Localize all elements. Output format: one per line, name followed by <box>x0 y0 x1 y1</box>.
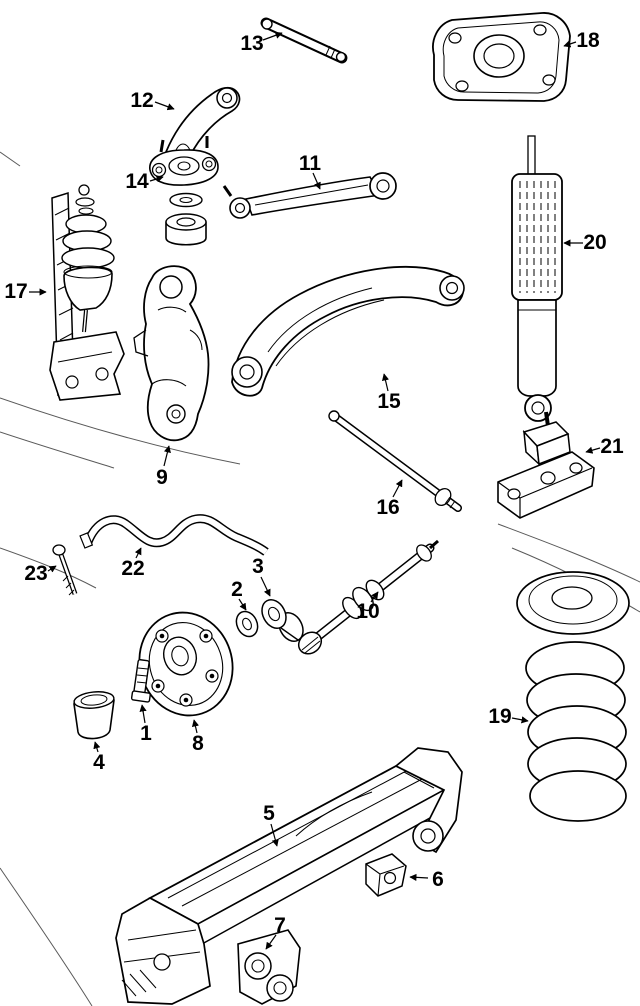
callouts: 1 2 3 4 5 6 7 8 <box>4 29 624 950</box>
callout-21-number: 21 <box>600 435 624 458</box>
callout-21-leader <box>585 446 601 454</box>
callout-12-leader <box>154 101 175 111</box>
callout-21: 21 <box>585 435 624 458</box>
callout-14-number: 14 <box>125 170 149 193</box>
part-14-mount-bearing-stack <box>149 136 219 246</box>
part-13-link-rod <box>260 17 348 64</box>
callout-7: 7 <box>265 914 286 950</box>
callout-20: 20 <box>563 231 607 254</box>
callout-18-number: 18 <box>576 29 600 52</box>
callout-20-number: 20 <box>583 231 606 254</box>
part-22-stabilizer-bar <box>79 514 269 556</box>
callout-9-leader <box>163 445 171 467</box>
callout-7-leader <box>265 934 277 950</box>
part-9-knuckle <box>133 265 210 442</box>
part-2-bushing <box>235 610 259 638</box>
part-19-coil-spring <box>516 571 630 822</box>
callout-2: 2 <box>231 578 247 611</box>
callout-16-number: 16 <box>376 496 399 519</box>
part-21-mount-bracket <box>497 411 595 519</box>
callout-1: 1 <box>139 704 152 745</box>
callout-9-number: 9 <box>156 466 168 489</box>
callout-5-number: 5 <box>263 802 275 825</box>
callout-8-number: 8 <box>192 732 204 755</box>
callout-22-leader <box>134 547 142 559</box>
callout-16-leader <box>392 479 403 498</box>
callout-18: 18 <box>563 29 600 52</box>
callout-8-leader <box>191 719 199 734</box>
part-10-axle-shaft <box>297 539 439 655</box>
callout-15-leader <box>381 373 389 392</box>
part-4-dust-cap <box>73 691 115 740</box>
callout-12-number: 12 <box>130 89 153 112</box>
part-1-wheel-stud <box>130 659 151 703</box>
callout-3-leader <box>260 576 271 597</box>
callout-5-leader <box>270 823 279 847</box>
callout-10-leader <box>370 591 379 603</box>
part-7-end-bracket <box>237 929 301 1005</box>
callout-23: 23 <box>24 562 57 585</box>
callout-11-leader <box>312 172 321 190</box>
callout-5: 5 <box>263 802 279 847</box>
callout-6-leader <box>409 873 429 881</box>
callout-7-number: 7 <box>274 914 286 937</box>
part-11-lateral-link <box>222 172 397 219</box>
callout-15-number: 15 <box>377 390 401 413</box>
callout-23-number: 23 <box>24 562 47 585</box>
callout-4: 4 <box>93 741 105 774</box>
callout-19-leader <box>511 716 529 724</box>
callout-15: 15 <box>377 373 401 413</box>
callout-2-number: 2 <box>231 578 243 601</box>
callout-16: 16 <box>376 479 403 519</box>
callout-19: 19 <box>488 705 529 728</box>
callout-13-number: 13 <box>240 32 263 55</box>
callout-9: 9 <box>156 445 171 489</box>
callout-1-leader <box>139 704 147 724</box>
part-16-through-bolt <box>328 410 462 512</box>
callout-2-leader <box>238 598 247 611</box>
part-8-hub <box>138 611 234 717</box>
callout-10-number: 10 <box>356 600 379 623</box>
part-17-ball-joint-assembly <box>49 184 125 401</box>
callout-17: 17 <box>4 280 47 303</box>
part-20-shock-absorber <box>511 135 563 422</box>
callout-3: 3 <box>252 555 271 597</box>
part-3-bushing <box>261 599 304 642</box>
callout-13: 13 <box>240 31 283 55</box>
callout-1-number: 1 <box>140 722 152 745</box>
callout-6-number: 6 <box>432 868 444 891</box>
callout-22: 22 <box>121 547 145 580</box>
callout-4-number: 4 <box>93 751 105 774</box>
part-18-strut-mount-plate <box>432 12 571 102</box>
callout-14-leader <box>149 175 164 183</box>
callout-18-leader <box>563 40 577 48</box>
part-6-mount-block <box>365 853 407 897</box>
callout-17-number: 17 <box>4 280 27 303</box>
callout-3-number: 3 <box>252 555 264 578</box>
callout-14: 14 <box>125 170 164 193</box>
callout-12: 12 <box>130 89 175 112</box>
callout-23-leader <box>47 565 57 573</box>
callout-19-number: 19 <box>488 705 511 728</box>
callout-4-leader <box>93 741 101 753</box>
callout-11: 11 <box>299 152 322 190</box>
callout-13-leader <box>262 31 283 41</box>
part-23-bolt <box>52 544 78 596</box>
callout-6: 6 <box>409 868 444 891</box>
part-5-crossmember <box>115 747 463 1005</box>
callout-22-number: 22 <box>121 557 144 580</box>
callout-10: 10 <box>356 591 380 623</box>
callout-11-number: 11 <box>299 152 322 175</box>
part-15-control-arm <box>231 266 465 397</box>
callout-8: 8 <box>191 719 204 755</box>
